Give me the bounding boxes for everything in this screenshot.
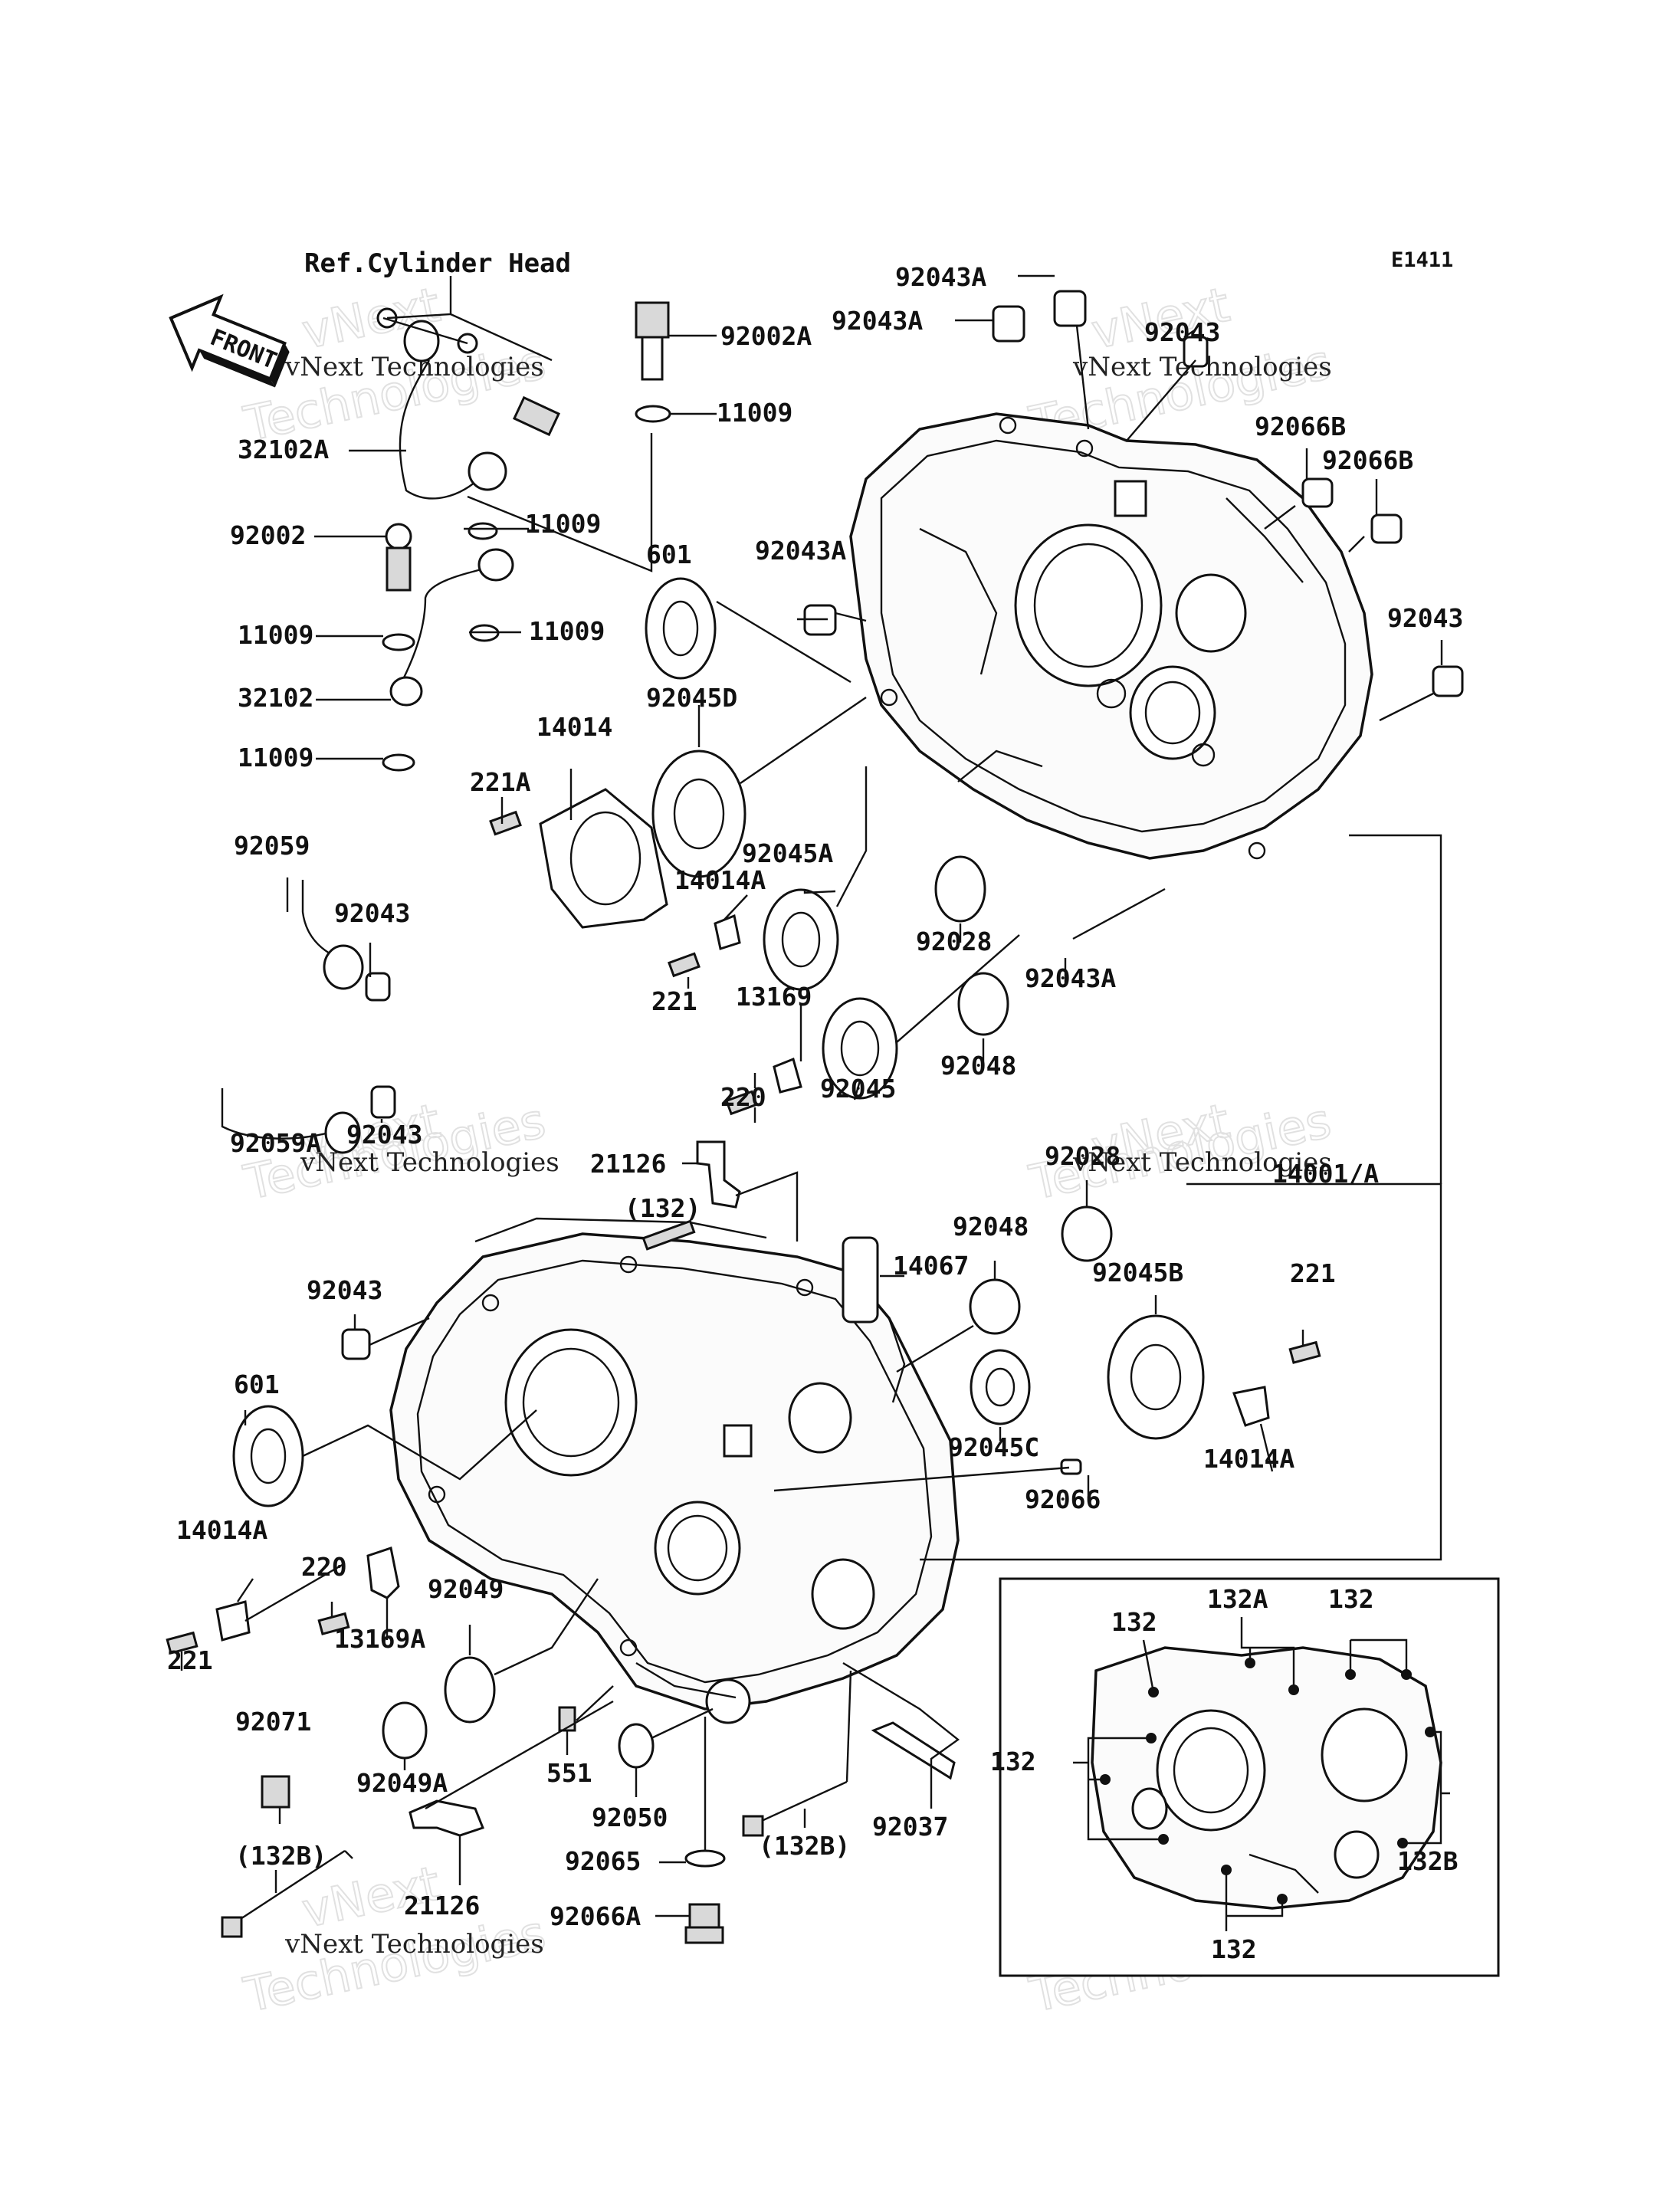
label-13169A: 13169A: [334, 1624, 425, 1654]
watermark-caption-group: vNext Technologies vNext Technologies vN…: [284, 352, 1332, 1960]
label-92043: 92043: [307, 1275, 382, 1305]
label-14014A: 14014A: [176, 1515, 267, 1545]
label-14014A: 14014A: [1203, 1444, 1294, 1474]
label-92048: 92048: [953, 1212, 1029, 1242]
label-92043A: 92043A: [1025, 963, 1116, 993]
label-551: 551: [546, 1758, 592, 1788]
label-601: 601: [234, 1369, 280, 1399]
label-92002: 92002: [230, 520, 306, 550]
inset-label-132: 132: [1328, 1584, 1374, 1614]
inset-label-132: 132: [990, 1747, 1036, 1776]
watermark-text: Technologies: [239, 1904, 550, 2022]
label-92043A: 92043A: [895, 262, 986, 292]
label-14001-A: 14001/A: [1272, 1159, 1379, 1189]
label-11009: 11009: [238, 620, 313, 650]
label-92045C: 92045C: [948, 1432, 1039, 1462]
inset-label-132: 132: [1211, 1934, 1257, 1964]
label-220: 220: [720, 1082, 766, 1112]
front-arrow-icon: FRONT: [169, 294, 290, 388]
reference-note: Ref.Cylinder Head: [304, 248, 571, 279]
label-32102: 32102: [238, 683, 313, 713]
label-92065: 92065: [565, 1846, 641, 1876]
label-92043: 92043: [334, 898, 410, 928]
inset-label-132A: 132A: [1207, 1584, 1268, 1614]
label-92045: 92045: [820, 1074, 896, 1104]
label-92045B: 92045B: [1092, 1258, 1183, 1287]
label-92028: 92028: [1045, 1141, 1121, 1171]
label-13169: 13169: [736, 982, 812, 1012]
label-92066B: 92066B: [1255, 412, 1346, 441]
label-221A: 221A: [470, 767, 531, 797]
label-32102A: 32102A: [238, 435, 329, 464]
label-92066A: 92066A: [550, 1901, 641, 1931]
label-11009: 11009: [529, 616, 605, 646]
label-11009: 11009: [525, 509, 601, 539]
label-92066B: 92066B: [1322, 445, 1413, 475]
label-221: 221: [167, 1645, 213, 1675]
label-92043A: 92043A: [832, 306, 923, 336]
label-92066: 92066: [1025, 1484, 1101, 1514]
watermark-caption: vNext Technologies: [1072, 1147, 1332, 1178]
label-92045A: 92045A: [742, 838, 833, 868]
label-221: 221: [1290, 1258, 1336, 1288]
label-132B: (132B): [235, 1841, 326, 1871]
label-92048: 92048: [940, 1051, 1016, 1081]
watermark-caption: vNext Technologies: [284, 1929, 544, 1960]
diagram-code: E1411: [1391, 248, 1453, 272]
part-shapes: [166, 290, 1464, 1944]
label-14067: 14067: [893, 1251, 969, 1281]
label-92043A: 92043A: [755, 536, 846, 566]
label-11009: 11009: [717, 398, 792, 428]
label-92050: 92050: [592, 1802, 668, 1832]
crankcase-right-half: [849, 412, 1373, 860]
crankcase-left-half: [389, 1217, 960, 1724]
label-92043: 92043: [1387, 603, 1463, 633]
label-132: (132): [625, 1193, 701, 1223]
leader-lines: [180, 274, 1443, 1917]
label-14014A: 14014A: [674, 865, 766, 895]
label-92037: 92037: [872, 1812, 948, 1842]
label-92043: 92043: [346, 1120, 422, 1150]
label-14014: 14014: [536, 712, 612, 742]
part-labels: 92002A 92043A 92043A 92043 11009 32102A …: [167, 262, 1463, 1964]
label-92045D: 92045D: [646, 683, 737, 713]
label-92028: 92028: [916, 927, 992, 956]
label-132B: (132B): [759, 1831, 850, 1861]
bolt-location-inset: [999, 1577, 1500, 1977]
label-92043: 92043: [1144, 317, 1220, 347]
label-601: 601: [646, 540, 692, 569]
label-21126: 21126: [590, 1149, 666, 1179]
label-92071: 92071: [235, 1707, 311, 1737]
label-21126: 21126: [404, 1891, 480, 1921]
label-220: 220: [301, 1552, 347, 1582]
label-11009: 11009: [238, 743, 313, 772]
inset-label-132: 132: [1111, 1607, 1157, 1637]
label-92002A: 92002A: [720, 321, 812, 351]
label-92049A: 92049A: [356, 1768, 448, 1798]
label-92059A: 92059A: [230, 1128, 321, 1158]
label-92059: 92059: [234, 831, 310, 861]
label-221: 221: [651, 986, 697, 1016]
label-92049: 92049: [428, 1574, 504, 1604]
inset-label-132B: 132B: [1397, 1846, 1458, 1876]
